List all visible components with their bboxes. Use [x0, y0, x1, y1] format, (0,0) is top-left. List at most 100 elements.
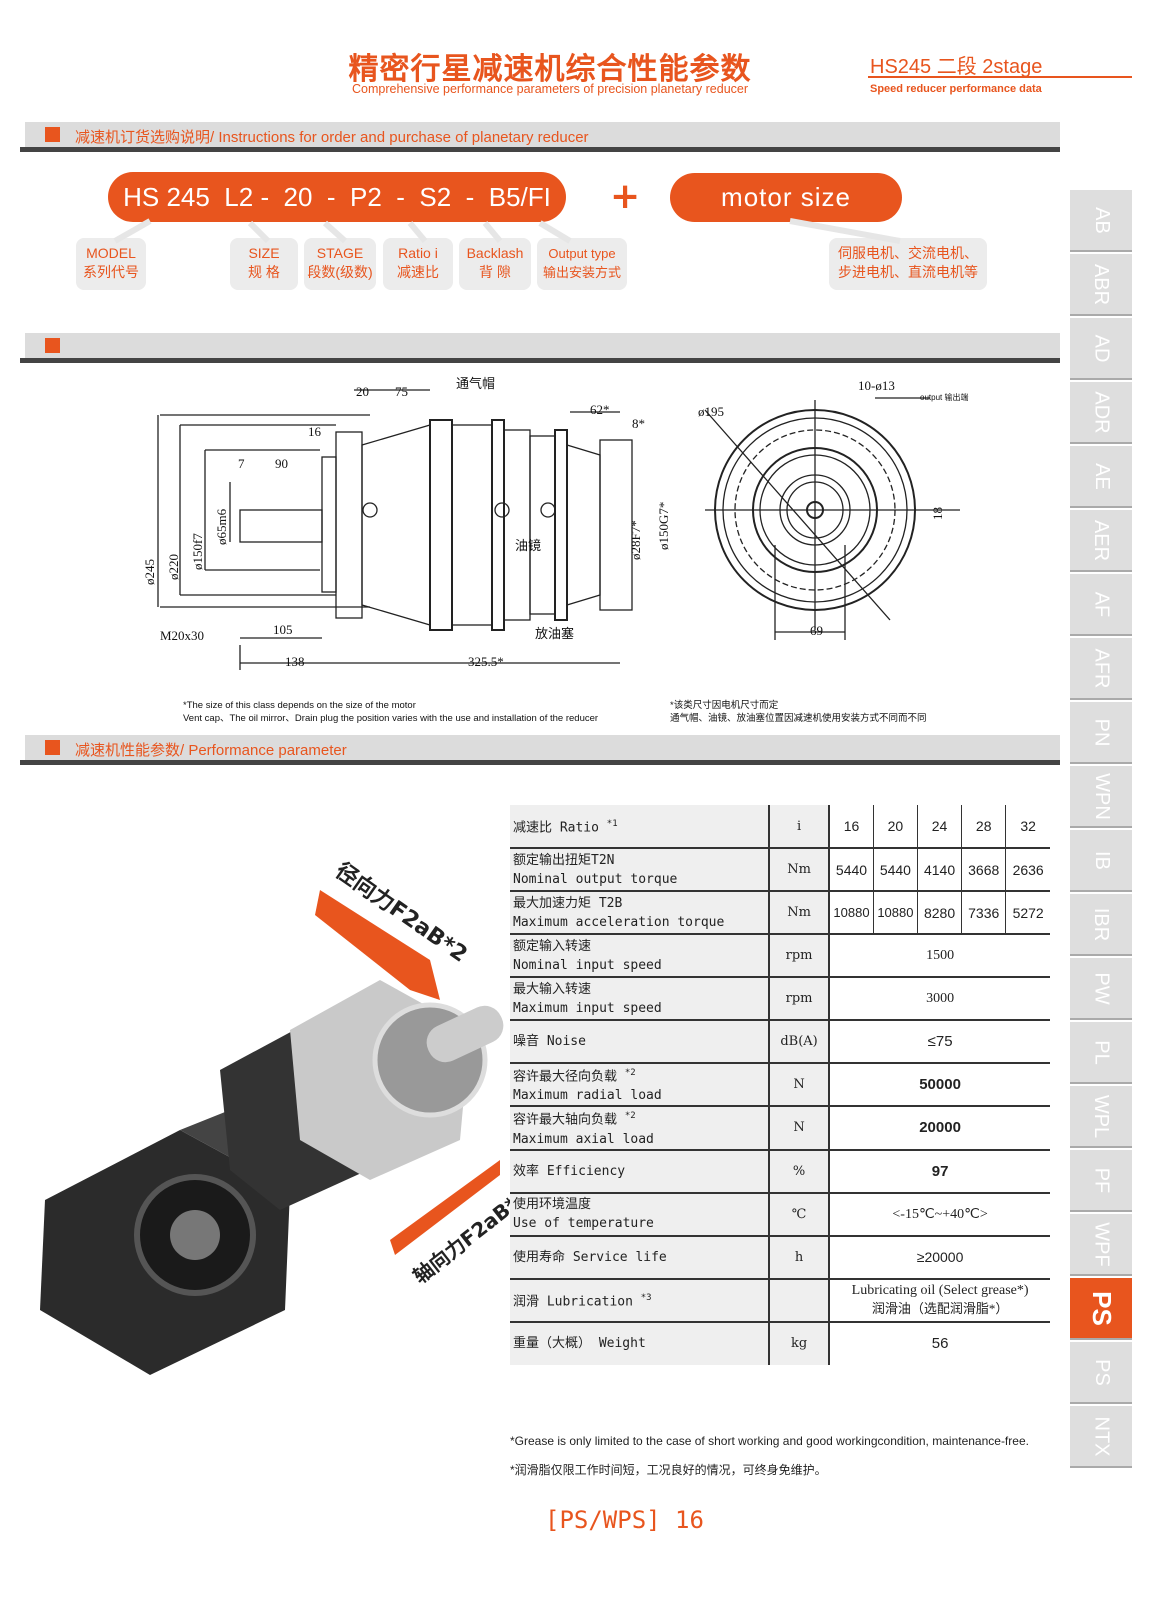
side-tab-ab[interactable]: AB [1070, 190, 1132, 252]
side-tab-pw[interactable]: PW [1070, 958, 1132, 1020]
label-en: Ratio i [398, 245, 438, 261]
side-tab-label: WPN [1090, 772, 1113, 820]
dim-m20: M20x30 [160, 628, 204, 643]
label-cn: 规 格 [248, 264, 280, 280]
label-cn: 减速比 [397, 264, 439, 280]
code-label-output: Output type 输出安装方式 [537, 238, 627, 290]
section-marker-icon [45, 127, 60, 142]
ratio-value: 20 [873, 805, 918, 849]
row-label-en: Nominal input speed [513, 957, 662, 973]
side-tab-abr[interactable]: ABR [1070, 254, 1132, 316]
side-tab-aer[interactable]: AER [1070, 510, 1132, 572]
side-tab-ps[interactable]: PS [1070, 1278, 1132, 1340]
label-en: Output type [548, 246, 616, 261]
side-tab-afr[interactable]: AFR [1070, 638, 1132, 700]
footnote-en: *Grease is only limited to the case of s… [510, 1434, 1029, 1448]
row-unit: dB(A) [767, 1020, 831, 1064]
side-tab-label: PL [1090, 1039, 1113, 1065]
footnote-mark: *3 [640, 1292, 652, 1303]
label-cn: 输出安装方式 [542, 265, 621, 280]
product-image [40, 890, 504, 1375]
row-label-en: Maximum axial load [513, 1131, 654, 1147]
side-tab-label: PN [1090, 718, 1113, 746]
ratio-value: 24 [917, 805, 963, 849]
dim-62: 62* [590, 402, 610, 417]
cell-value: 3000 [829, 977, 1050, 1021]
row-label-en: Maximum radial load [513, 1088, 662, 1104]
row-label-cn: 使用环境温度 [513, 1197, 592, 1213]
side-tab-pn[interactable]: PN [1070, 702, 1132, 764]
row-label-cn: 额定输入转速 [513, 938, 592, 954]
table-row: 效率 Efficiency%97 [510, 1149, 1050, 1194]
side-tab-adr[interactable]: ADR [1070, 382, 1132, 444]
side-tab-pl[interactable]: PL [1070, 1022, 1132, 1084]
cell-value: 5272 [1005, 891, 1050, 935]
side-tab-wpl[interactable]: WPL [1070, 1086, 1132, 1148]
footnote-mark: *2 [624, 1111, 636, 1122]
cell-value: 5440 [873, 848, 918, 892]
side-tab-label: AB [1090, 206, 1113, 234]
side-tab-label: IBR [1090, 907, 1113, 941]
dim-69: 69 [810, 623, 823, 638]
side-tab-ibr[interactable]: IBR [1070, 894, 1132, 956]
label-en: Backlash [466, 245, 524, 261]
footnote-mark: *1 [606, 818, 618, 829]
row-label: 减速比 Ratio [513, 820, 599, 836]
label-drain-plug: 放油塞 [535, 626, 574, 641]
dim-105: 105 [273, 622, 293, 637]
side-tab-wpn[interactable]: WPN [1070, 766, 1132, 828]
dim-7: 7 [238, 456, 245, 471]
dim-90: 90 [275, 456, 288, 471]
section-title: 减速机性能参数/ Performance parameter [75, 742, 347, 759]
row-label-cn: 润滑 Lubrication [513, 1294, 633, 1310]
cell-value: 56 [931, 1335, 949, 1353]
side-tab-ps[interactable]: PS [1070, 1342, 1132, 1404]
side-tab-label: PS [1090, 1358, 1113, 1386]
label-vent-cap: 通气帽 [456, 376, 495, 391]
code-label-ratio: Ratio i 减速比 [383, 238, 453, 290]
row-unit: ℃ [767, 1192, 831, 1237]
side-tab-af[interactable]: AF [1070, 574, 1132, 636]
dim-d65m6: ø65m6 [214, 508, 229, 545]
section-order-header: 减速机订货选购说明/ Instructions for order and pu… [20, 122, 1060, 152]
label-en: STAGE [316, 245, 364, 261]
side-tab-ad[interactable]: AD [1070, 318, 1132, 380]
section-drawing-header [20, 333, 1060, 363]
side-tab-label: AE [1090, 462, 1113, 490]
label-cn: 背 隙 [479, 264, 511, 280]
dim-16: 16 [308, 424, 322, 439]
side-tab-ntx[interactable]: NTX [1070, 1406, 1132, 1468]
row-label-cn: 最大加速力矩 T2B [513, 895, 623, 911]
cell-value: 5440 [829, 848, 874, 892]
note-line: *该类尺寸因电机尺寸而定 [670, 700, 779, 711]
side-tab-ae[interactable]: AE [1070, 446, 1132, 508]
row-unit: rpm [767, 934, 831, 978]
side-tab-wpf[interactable]: WPF [1070, 1214, 1132, 1276]
side-tab-ib[interactable]: IB [1070, 830, 1132, 892]
side-tab-pf[interactable]: PF [1070, 1150, 1132, 1212]
row-unit: h [767, 1235, 831, 1280]
page-title: 精密行星减速机综合性能参数 [348, 52, 752, 87]
side-tab-label: WPF [1090, 1221, 1113, 1267]
row-label-en: Maximum input speed [513, 1000, 662, 1016]
label-en: MODEL [86, 245, 136, 261]
dimension-drawing: ø245 ø220 ø150f7 ø65m6 20 75 16 7 90 105… [142, 376, 968, 670]
dim-138: 138 [285, 654, 305, 669]
dim-75: 75 [395, 384, 408, 399]
row-label-cn: 噪音 Noise [513, 1034, 586, 1049]
section-performance-header: 减速机性能参数/ Performance parameter [20, 735, 1060, 765]
row-unit: i [767, 805, 831, 849]
order-code-pill: HS 245 L2 - 20 - P2 - S2 - B5/FI [108, 172, 566, 222]
cell-value: ≥20000 [829, 1235, 1050, 1280]
label-en: SIZE [248, 245, 280, 261]
dim-d150g7: ø150G7* [656, 502, 671, 550]
